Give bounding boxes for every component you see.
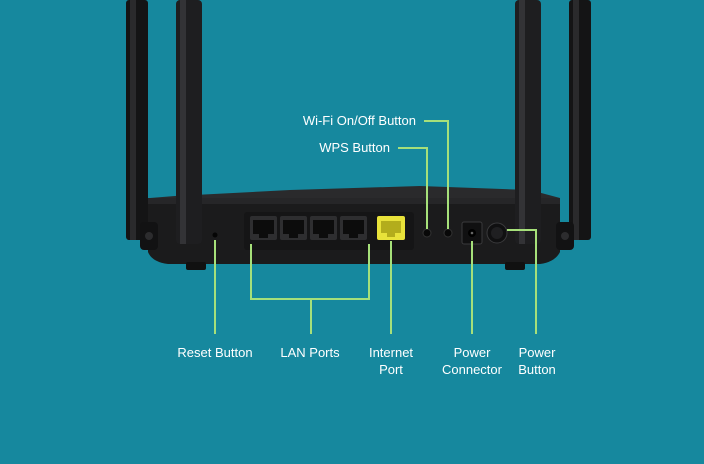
internet-port-label-line2: Port bbox=[379, 362, 403, 377]
antenna-rear-left bbox=[126, 0, 148, 240]
antenna-front-right bbox=[515, 0, 541, 244]
router-foot-right bbox=[505, 262, 525, 270]
power-button-label-line2: Button bbox=[518, 362, 556, 377]
power-button-label: Power Button bbox=[507, 344, 567, 378]
lan-port-2[interactable] bbox=[280, 216, 307, 240]
wifi-onoff-button[interactable] bbox=[443, 228, 453, 238]
callout-wps-line bbox=[398, 147, 428, 229]
power-connector-label-line2: Connector bbox=[442, 362, 502, 377]
lan-port-4[interactable] bbox=[340, 216, 367, 240]
power-button-label-line1: Power bbox=[518, 345, 556, 360]
router-foot-left bbox=[186, 262, 206, 270]
callout-lines bbox=[214, 120, 537, 334]
callout-wifi-line bbox=[424, 120, 449, 229]
hinge-right bbox=[556, 222, 574, 250]
power-connector[interactable] bbox=[461, 221, 483, 245]
callout-power-button-line bbox=[507, 229, 537, 334]
wifi-button-label: Wi-Fi On/Off Button bbox=[302, 113, 416, 128]
reset-button[interactable] bbox=[212, 232, 218, 238]
router-top-edge bbox=[150, 186, 560, 198]
internet-port[interactable] bbox=[377, 216, 405, 240]
antenna-front-left bbox=[176, 0, 202, 244]
lan-ports-label: LAN Ports bbox=[280, 345, 340, 360]
wps-button[interactable] bbox=[422, 228, 432, 238]
lan-port-3[interactable] bbox=[310, 216, 337, 240]
reset-button-label: Reset Button bbox=[177, 345, 253, 360]
lan-ports-group bbox=[250, 216, 367, 240]
power-connector-label-line1: Power bbox=[453, 345, 491, 360]
power-button[interactable] bbox=[486, 222, 508, 244]
internet-port-label: Internet Port bbox=[351, 344, 431, 378]
power-connector-label: Power Connector bbox=[432, 344, 512, 378]
antenna-rear-right bbox=[569, 0, 591, 240]
wps-button-label: WPS Button bbox=[319, 140, 390, 155]
internet-port-label-line1: Internet bbox=[368, 345, 414, 360]
lan-port-1[interactable] bbox=[250, 216, 277, 240]
hinge-left bbox=[140, 222, 158, 250]
